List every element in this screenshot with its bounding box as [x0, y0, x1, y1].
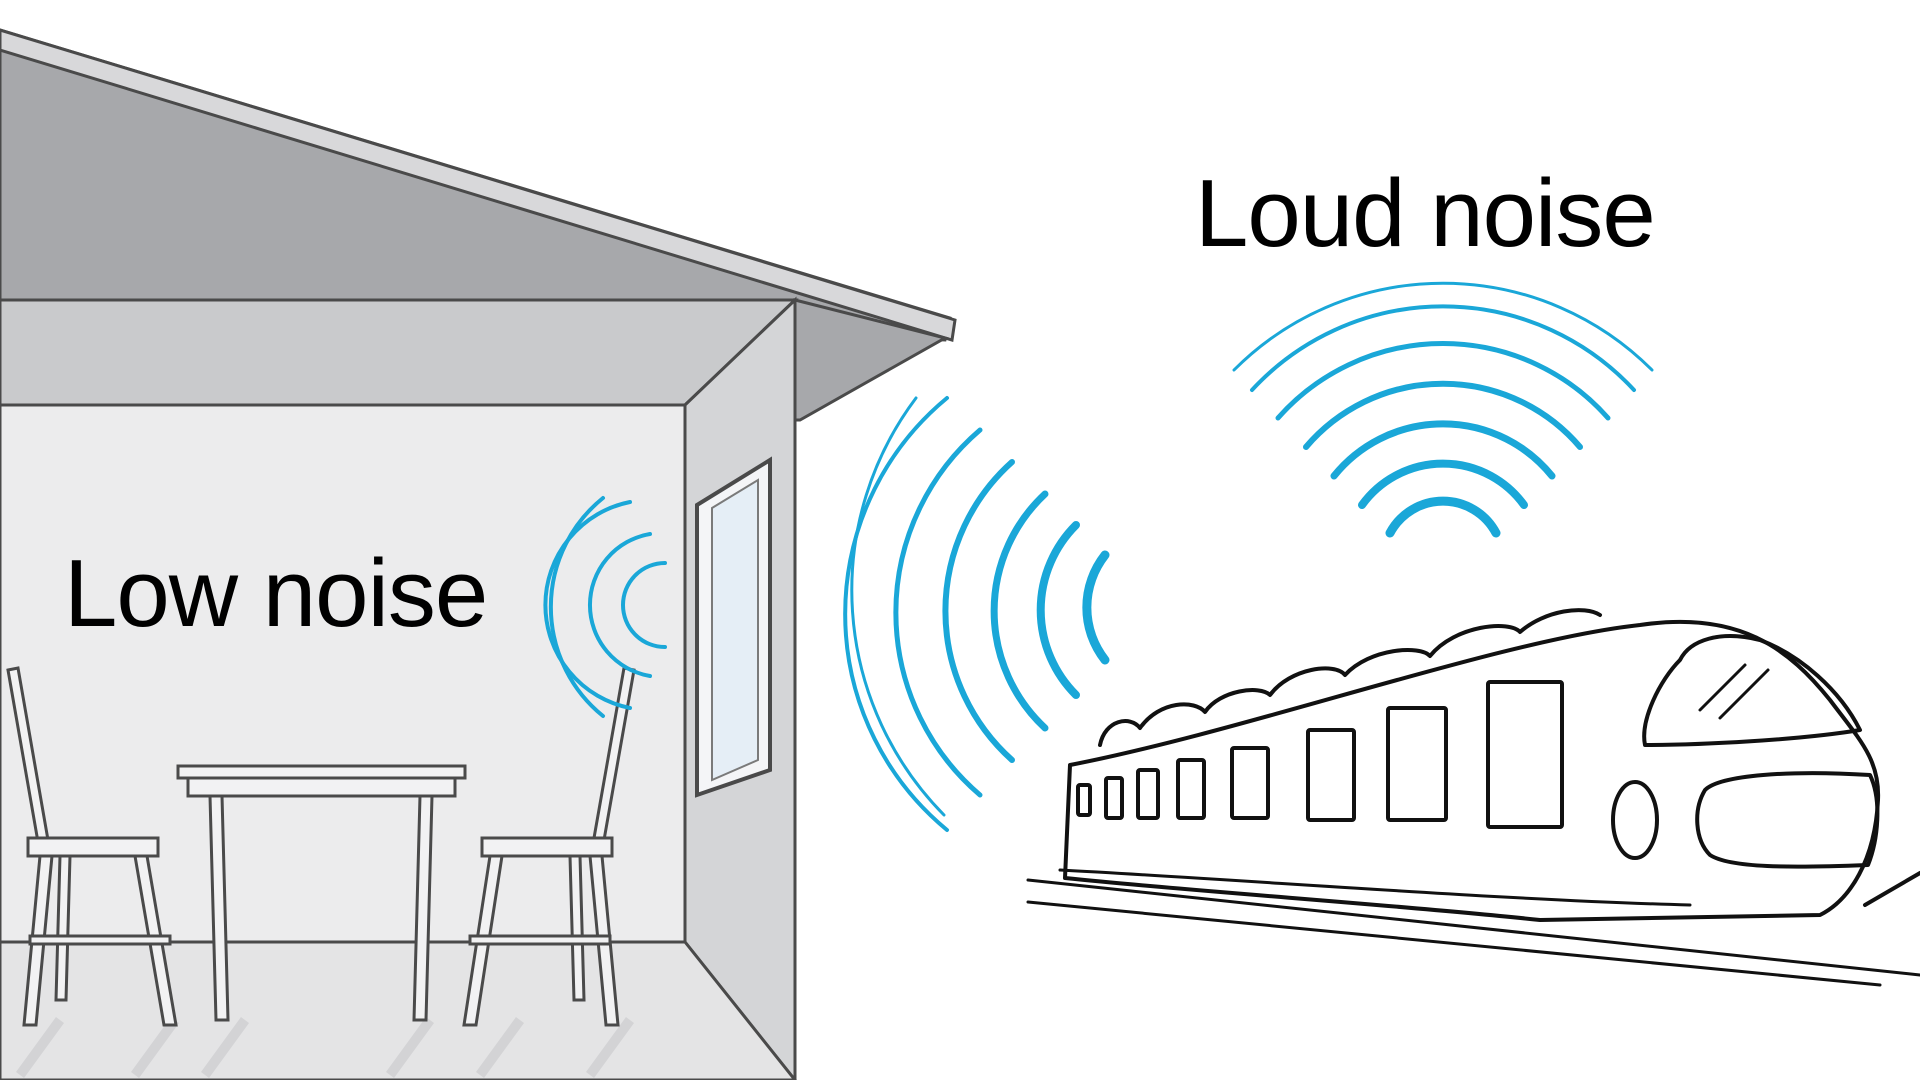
window-icon — [697, 460, 770, 795]
train-left-sound-waves — [845, 398, 1105, 830]
train-icon — [1028, 610, 1920, 985]
train-top-sound-waves — [1234, 283, 1652, 533]
loud-noise-label: Loud noise — [1195, 166, 1655, 262]
low-noise-label: Low noise — [64, 546, 487, 642]
ceiling — [0, 300, 795, 405]
back-wall — [0, 405, 685, 942]
